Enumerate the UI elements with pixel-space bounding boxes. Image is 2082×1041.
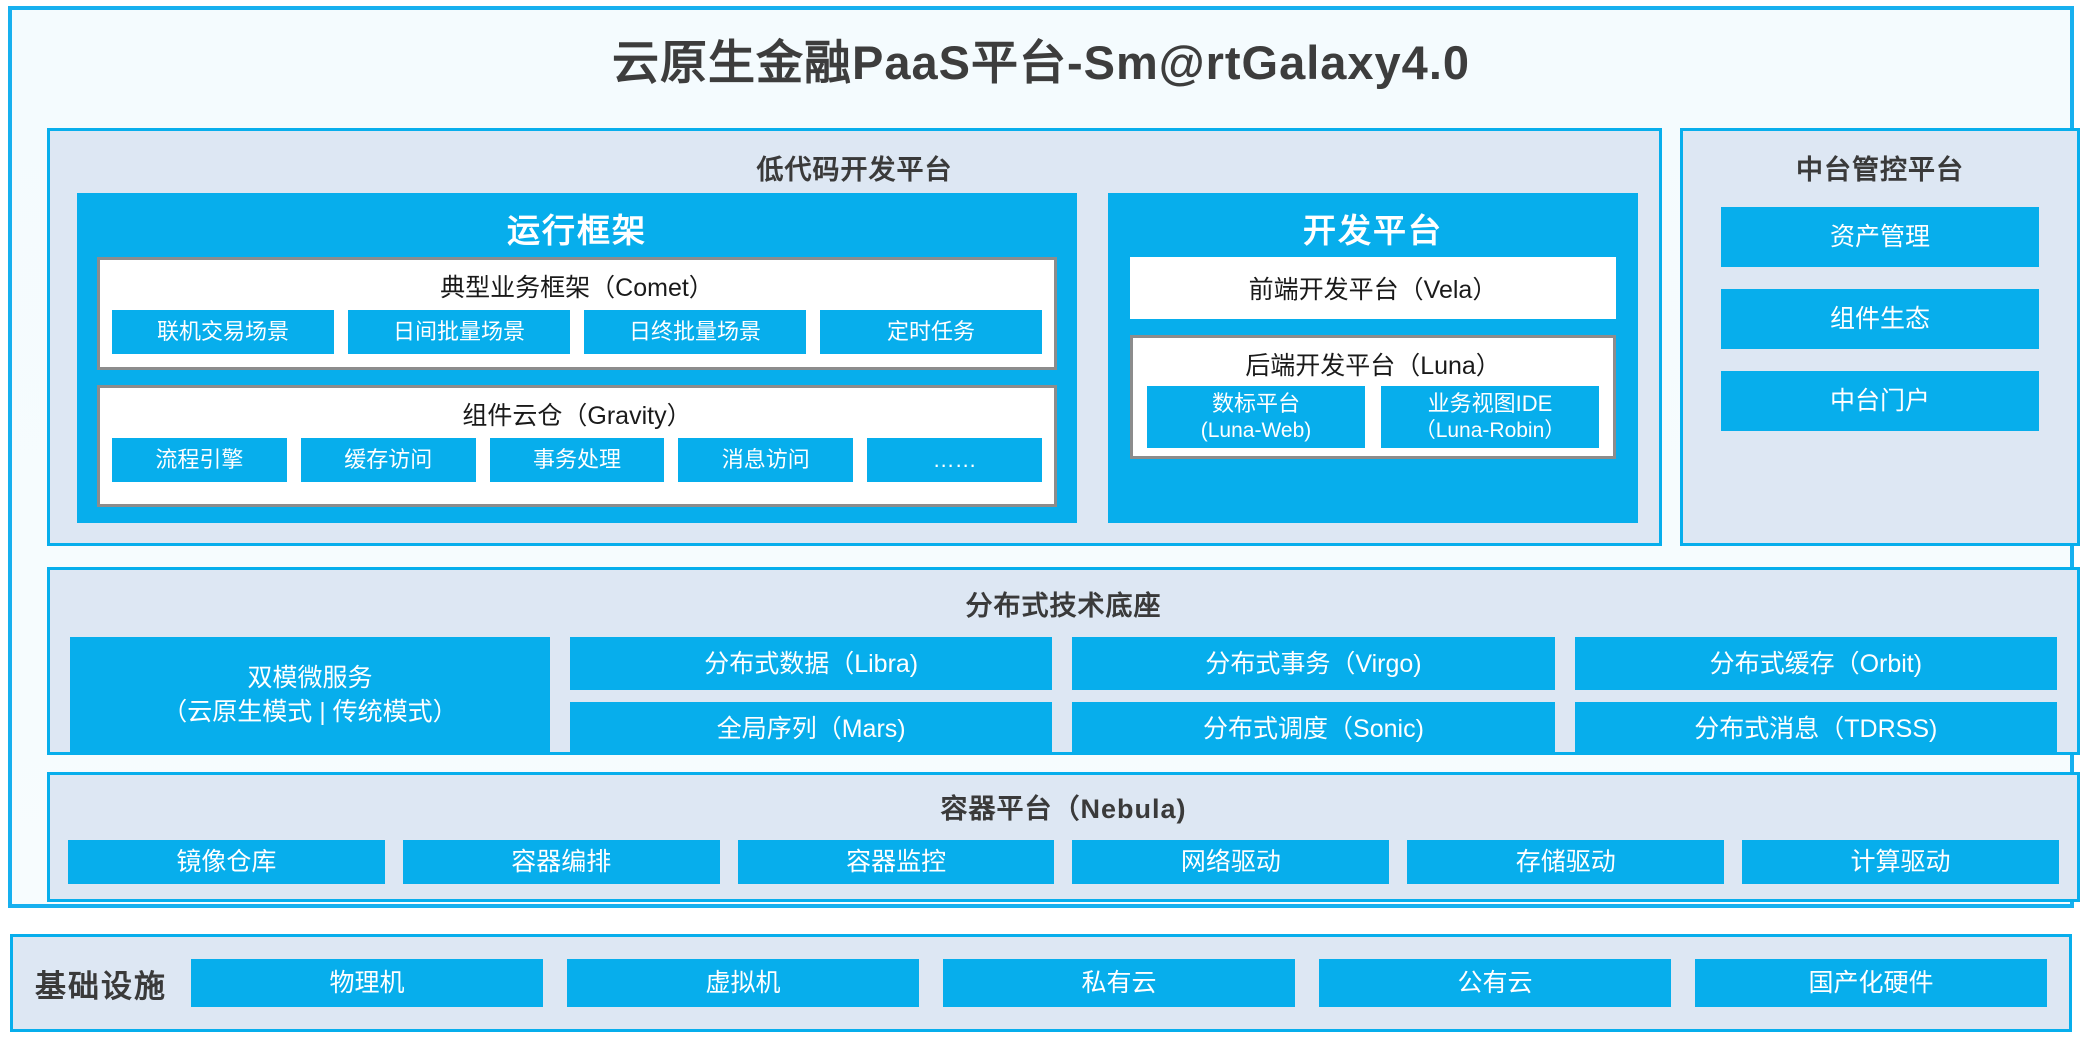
distributed-item[interactable]: 分布式调度（Sonic)	[1072, 702, 1555, 755]
distributed-base-panel: 分布式技术底座 双模微服务 （云原生模式 | 传统模式） 分布式数据（Libra…	[47, 567, 2080, 755]
container-tile-row: 镜像仓库 容器编排 容器监控 网络驱动 存储驱动 计算驱动	[50, 826, 2077, 884]
distributed-item[interactable]: 分布式消息（TDRSS)	[1574, 702, 2057, 755]
luna-title: 后端开发平台（Luna）	[1245, 352, 1501, 380]
dual-mode-microservice-wrap: 双模微服务 （云原生模式 | 传统模式）	[70, 637, 550, 755]
container-item[interactable]: 容器监控	[737, 840, 1055, 884]
container-platform-title: 容器平台（Nebula)	[940, 794, 1187, 824]
luna-web-tile[interactable]: 数标平台 (Luna-Web)	[1147, 386, 1365, 448]
runtime-framework-block: 运行框架 典型业务框架（Comet） 联机交易场景 日间批量场景 日终批量场景 …	[77, 193, 1077, 523]
luna-web-code: (Luna-Web)	[1200, 418, 1312, 442]
lowcode-platform-title: 低代码开发平台	[756, 155, 953, 185]
dual-mode-line2: （云原生模式 | 传统模式）	[162, 698, 458, 726]
infrastructure-item[interactable]: 国产化硬件	[1695, 959, 2047, 1007]
luna-web-name: 数标平台	[1211, 391, 1300, 417]
comet-item[interactable]: 日终批量场景	[584, 310, 806, 354]
comet-item[interactable]: 定时任务	[820, 310, 1042, 354]
infrastructure-item[interactable]: 公有云	[1319, 959, 1671, 1007]
container-item[interactable]: 网络驱动	[1072, 840, 1390, 884]
distributed-item[interactable]: 全局序列（Mars)	[570, 702, 1053, 755]
container-item[interactable]: 容器编排	[402, 840, 720, 884]
dual-mode-microservice-tile[interactable]: 双模微服务 （云原生模式 | 传统模式）	[70, 637, 550, 755]
infrastructure-label: 基础设施	[35, 968, 167, 1004]
gravity-item[interactable]: 事务处理	[489, 438, 665, 482]
distributed-column: 分布式缓存（Orbit) 分布式消息（TDRSS)	[1574, 637, 2057, 755]
distributed-column: 分布式数据（Libra) 全局序列（Mars)	[570, 637, 1053, 755]
comet-item[interactable]: 联机交易场景	[112, 310, 334, 354]
container-item[interactable]: 存储驱动	[1407, 840, 1725, 884]
gravity-box: 组件云仓（Gravity） 流程引擎 缓存访问 事务处理 消息访问 ……	[97, 385, 1057, 507]
luna-robin-name: 业务视图IDE	[1427, 391, 1553, 417]
comet-box: 典型业务框架（Comet） 联机交易场景 日间批量场景 日终批量场景 定时任务	[97, 257, 1057, 370]
infrastructure-item[interactable]: 私有云	[943, 959, 1295, 1007]
page-title: 云原生金融PaaS平台-Sm@rtGalaxy4.0	[611, 36, 1471, 89]
runtime-framework-title: 运行框架	[507, 212, 647, 249]
gravity-item[interactable]: 缓存访问	[300, 438, 476, 482]
container-item[interactable]: 镜像仓库	[68, 840, 385, 884]
governance-item[interactable]: 资产管理	[1721, 207, 2039, 267]
container-item[interactable]: 计算驱动	[1742, 840, 2059, 884]
infrastructure-tile-row: 物理机 虚拟机 私有云 公有云 国产化硬件	[191, 959, 2047, 1007]
luna-tile-row: 数标平台 (Luna-Web) 业务视图IDE （Luna-Robin）	[1133, 382, 1613, 448]
luna-robin-code: （Luna-Robin）	[1414, 418, 1566, 442]
comet-title: 典型业务框架（Comet）	[440, 274, 714, 302]
gravity-tile-row: 流程引擎 缓存访问 事务处理 消息访问 ……	[100, 432, 1054, 482]
governance-platform-title: 中台管控平台	[1796, 155, 1964, 185]
diagram-outer-frame: 云原生金融PaaS平台-Sm@rtGalaxy4.0 低代码开发平台 运行框架 …	[8, 6, 2080, 908]
infrastructure-panel: 基础设施 物理机 虚拟机 私有云 公有云 国产化硬件	[10, 934, 2072, 1032]
governance-item[interactable]: 组件生态	[1721, 289, 2039, 349]
comet-tile-row: 联机交易场景 日间批量场景 日终批量场景 定时任务	[100, 304, 1054, 354]
luna-backend-box: 后端开发平台（Luna） 数标平台 (Luna-Web) 业务视图IDE （Lu…	[1130, 335, 1616, 459]
luna-robin-tile[interactable]: 业务视图IDE （Luna-Robin）	[1381, 386, 1599, 448]
distributed-item[interactable]: 分布式事务（Virgo)	[1072, 637, 1555, 690]
distributed-item[interactable]: 分布式缓存（Orbit)	[1574, 637, 2057, 690]
vela-frontend-box[interactable]: 前端开发平台（Vela）	[1130, 257, 1616, 319]
distributed-item[interactable]: 分布式数据（Libra)	[570, 637, 1053, 690]
comet-item[interactable]: 日间批量场景	[348, 310, 570, 354]
development-platform-title: 开发平台	[1303, 212, 1443, 249]
distributed-base-title: 分布式技术底座	[965, 591, 1162, 621]
lowcode-platform-panel: 低代码开发平台 运行框架 典型业务框架（Comet） 联机交易场景 日间批量场景…	[47, 128, 1662, 546]
gravity-item[interactable]: 流程引擎	[112, 438, 287, 482]
gravity-item-ellipsis[interactable]: ……	[867, 438, 1042, 482]
dual-mode-line1: 双模微服务	[247, 664, 373, 693]
infrastructure-item[interactable]: 物理机	[191, 959, 543, 1007]
distributed-column: 分布式事务（Virgo) 分布式调度（Sonic)	[1072, 637, 1555, 755]
gravity-title: 组件云仓（Gravity）	[462, 402, 692, 430]
governance-item[interactable]: 中台门户	[1721, 371, 2039, 431]
distributed-base-body: 双模微服务 （云原生模式 | 传统模式） 分布式数据（Libra) 全局序列（M…	[50, 623, 2077, 755]
governance-item-list: 资产管理 组件生态 中台门户	[1683, 207, 2077, 431]
gravity-item[interactable]: 消息访问	[678, 438, 854, 482]
development-platform-block: 开发平台 前端开发平台（Vela） 后端开发平台（Luna） 数标平台 (Lun…	[1108, 193, 1638, 523]
container-platform-panel: 容器平台（Nebula) 镜像仓库 容器编排 容器监控 网络驱动 存储驱动 计算…	[47, 772, 2080, 902]
governance-platform-panel: 中台管控平台 资产管理 组件生态 中台门户	[1680, 128, 2080, 546]
infrastructure-item[interactable]: 虚拟机	[567, 959, 919, 1007]
